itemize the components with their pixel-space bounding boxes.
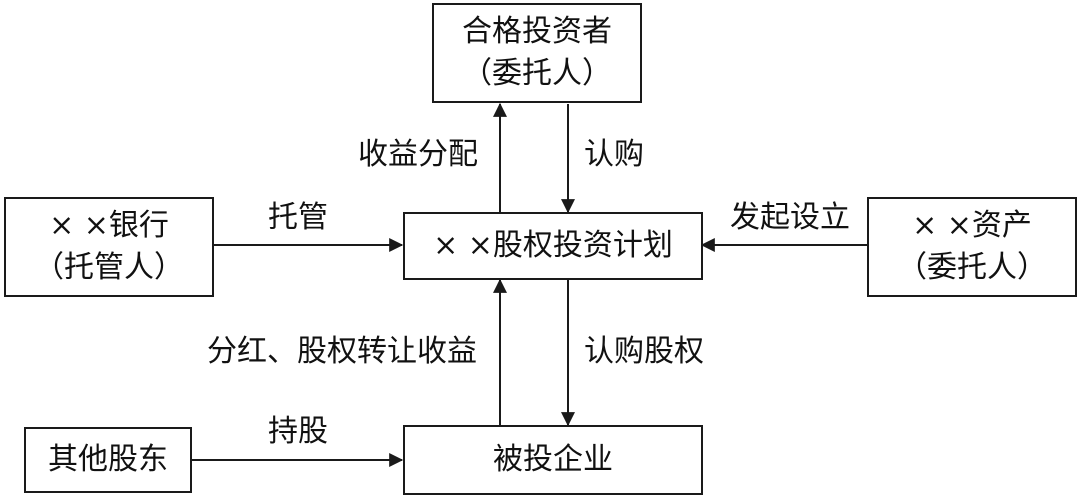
edge-label-subscribe: 认购 <box>584 137 644 172</box>
node-shareholders-line1: 其他股东 <box>48 442 168 477</box>
node-asset: × ×资产 （委托人） <box>867 197 1077 297</box>
edge-label-hold: 持股 <box>268 414 328 449</box>
edge-label-initiate: 发起设立 <box>730 200 850 235</box>
node-company-line1: 被投企业 <box>493 442 613 477</box>
node-bank: × ×银行 （托管人） <box>4 197 214 297</box>
node-investor-line2: （委托人） <box>462 56 612 91</box>
node-bank-line2: （托管人） <box>34 250 184 285</box>
node-company: 被投企业 <box>403 425 703 495</box>
node-bank-line1: × ×银行 <box>49 208 169 243</box>
node-asset-line2: （委托人） <box>897 250 1047 285</box>
edge-label-distribution: 收益分配 <box>358 137 478 172</box>
edge-label-subscribe-equity: 认购股权 <box>584 334 704 369</box>
node-asset-line1: × ×资产 <box>912 208 1032 243</box>
node-shareholders: 其他股东 <box>24 427 192 493</box>
edge-label-dividend: 分红、股权转让收益 <box>207 334 477 369</box>
node-plan-line1: × ×股权投资计划 <box>433 228 673 263</box>
node-plan: × ×股权投资计划 <box>403 212 703 280</box>
node-investor-line1: 合格投资者 <box>462 14 612 49</box>
node-investor: 合格投资者 （委托人） <box>432 3 642 103</box>
edge-label-custody: 托管 <box>268 200 328 235</box>
